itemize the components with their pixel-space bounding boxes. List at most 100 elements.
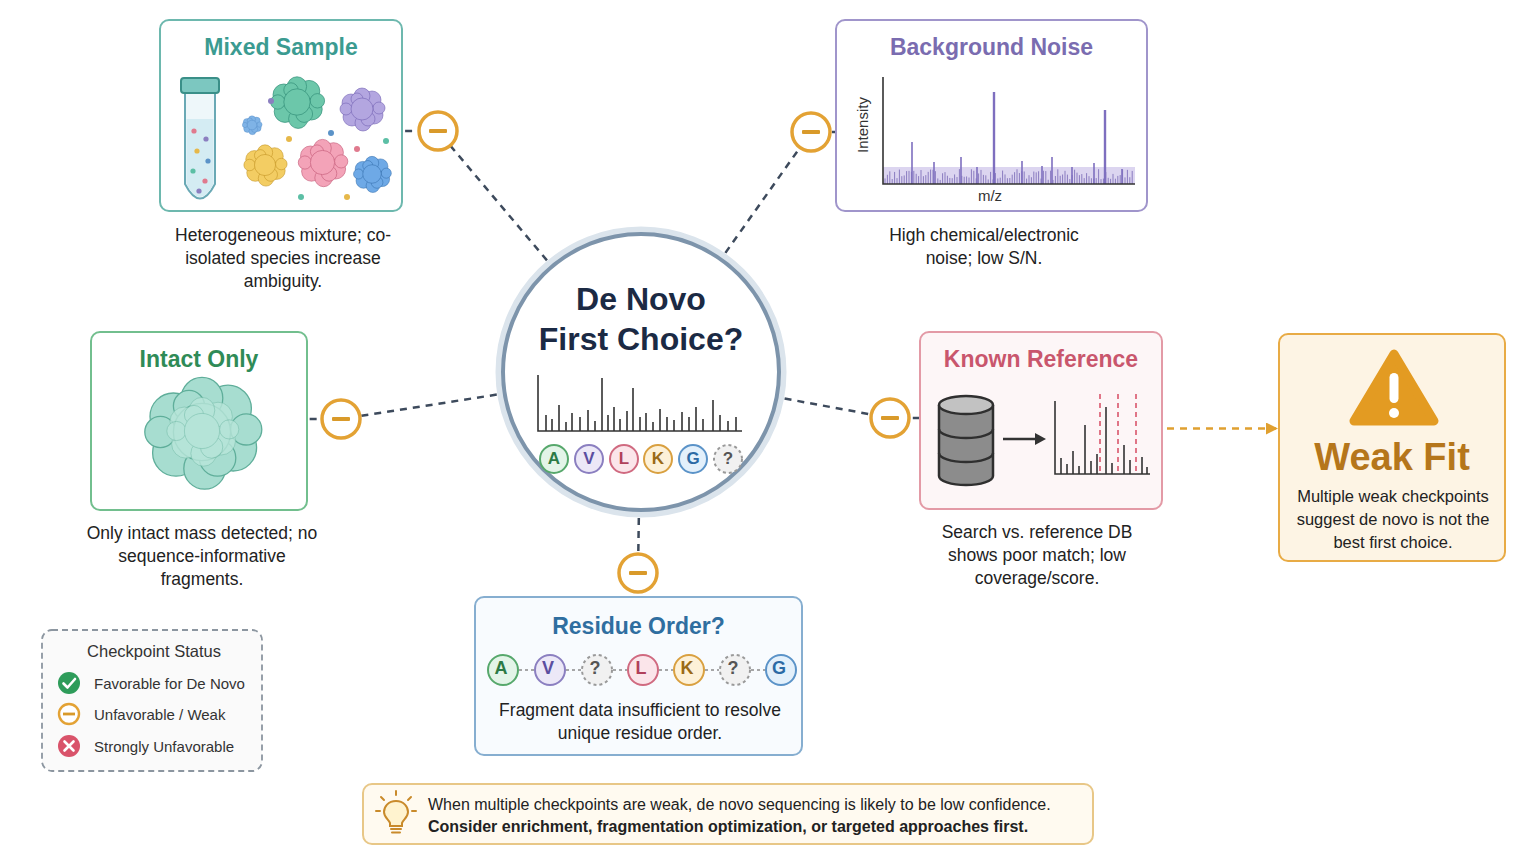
node-title: Residue Order? <box>476 612 801 642</box>
shape-path <box>384 801 408 826</box>
node-body: Search vs. reference DB shows poor match… <box>932 521 1142 590</box>
residue-letter: K <box>681 658 694 679</box>
shape-line <box>1117 176 1118 184</box>
shape-line <box>1060 176 1061 184</box>
minus-badges <box>322 112 909 592</box>
shape-circle <box>871 399 909 437</box>
shape-line <box>1057 169 1058 184</box>
shape-line <box>957 177 958 184</box>
text-slot: Residue Order? <box>476 612 801 642</box>
protein-blobs <box>242 77 391 200</box>
residue-letter: G <box>772 658 786 679</box>
shape-use <box>244 145 287 186</box>
shape-line <box>1026 179 1027 184</box>
text-slot: High chemical/electronic noise; low S/N. <box>874 224 1094 270</box>
shape-line <box>993 92 995 184</box>
shape-rect <box>1390 373 1399 403</box>
residue-letter: V <box>583 449 594 469</box>
shape-rect <box>63 713 75 716</box>
shape-line <box>918 176 919 184</box>
shape-line <box>966 176 967 184</box>
center-circle-art <box>496 227 786 517</box>
text-slot: Consider enrichment, fragmentation optim… <box>428 817 1028 838</box>
shape-rect <box>629 571 647 575</box>
text-slot: Weak Fit <box>1280 433 1504 482</box>
shape-line <box>1104 110 1106 184</box>
text-slot: Search vs. reference DB shows poor match… <box>932 521 1142 590</box>
shape-line <box>1038 171 1039 184</box>
shape-line <box>937 178 938 184</box>
node-body: Only intact mass detected; no sequence-i… <box>86 522 318 591</box>
shape-line <box>1103 179 1104 184</box>
legend-frame <box>42 630 262 771</box>
shape-line <box>997 178 998 184</box>
legend-entry: Favorable for De Novo <box>94 675 245 692</box>
text-slot: Intact Only <box>92 345 306 375</box>
shape-line <box>887 175 888 184</box>
shape-line <box>1029 175 1030 184</box>
shape-line <box>923 176 924 184</box>
axis-label: Intensity <box>854 97 871 153</box>
shape-line <box>1067 175 1068 184</box>
residue-letter: A <box>495 658 508 679</box>
spectrum-axis <box>538 375 742 431</box>
shape-line <box>1014 172 1015 184</box>
arrow-icon <box>1003 433 1046 445</box>
residue-letter: ? <box>728 658 739 679</box>
spectrum-axis <box>1055 401 1150 474</box>
shape-line <box>906 171 907 184</box>
spectrum-axis <box>883 77 1135 184</box>
shape-circle <box>628 655 658 685</box>
shape-line <box>1043 171 1044 184</box>
node-title: De Novo First Choice? <box>526 279 756 359</box>
dashed-arrow <box>1167 427 1276 430</box>
node-title: Intact Only <box>92 345 306 375</box>
shape-ellipse <box>939 396 993 414</box>
shape-line <box>1089 176 1090 184</box>
shape-line <box>1031 177 1032 184</box>
lightbulb-art <box>364 785 424 847</box>
shape-line <box>916 174 917 184</box>
shape-line <box>1079 175 1080 184</box>
shape-circle <box>58 672 80 694</box>
legend-title: Checkpoint Status <box>87 642 221 661</box>
shape-use <box>167 397 239 466</box>
shape-line <box>1041 166 1043 184</box>
shape-line <box>952 178 953 184</box>
residue-chips <box>540 445 742 473</box>
shape-path <box>187 119 214 197</box>
checkpoint-box: Known ReferenceSearch vs. reference DB s… <box>919 331 1163 510</box>
shape-line <box>885 178 886 184</box>
decision-circle: De Novo First Choice? <box>496 227 786 517</box>
shape-circle <box>190 168 195 173</box>
shape-line <box>959 169 960 184</box>
shape-circle <box>488 655 518 685</box>
text-slot: Multiple weak checkpoints suggest de nov… <box>1287 485 1499 554</box>
shape-circle <box>268 98 274 104</box>
shape-line <box>1077 173 1078 184</box>
text-slot: When multiple checkpoints are weak, de n… <box>428 795 1051 816</box>
shape-circle <box>610 445 638 473</box>
shape-rect <box>881 416 899 420</box>
spectrum-peaks <box>546 378 736 431</box>
shape-line <box>913 171 914 184</box>
shape-line <box>1051 157 1053 184</box>
shape-line <box>1091 178 1092 184</box>
sample-tube <box>181 78 219 199</box>
shape-circle <box>344 194 350 200</box>
shape-line <box>1065 171 1066 184</box>
shape-circle <box>202 178 207 183</box>
shape-line <box>971 169 972 184</box>
shape-line <box>1033 172 1034 184</box>
tip-box: When multiple checkpoints are weak, de n… <box>362 783 1094 845</box>
text-slot: Only intact mass detected; no sequence-i… <box>86 522 318 591</box>
shape-path <box>64 679 76 688</box>
shape-line <box>954 174 955 184</box>
shape-line <box>935 171 936 184</box>
text-slot: De Novo First Choice? <box>526 279 756 359</box>
shape-circle <box>540 445 568 473</box>
checkpoint-box: Intact OnlyOnly intact mass detected; no… <box>90 331 308 511</box>
shape-path <box>376 791 416 811</box>
shape-circle <box>535 655 565 685</box>
